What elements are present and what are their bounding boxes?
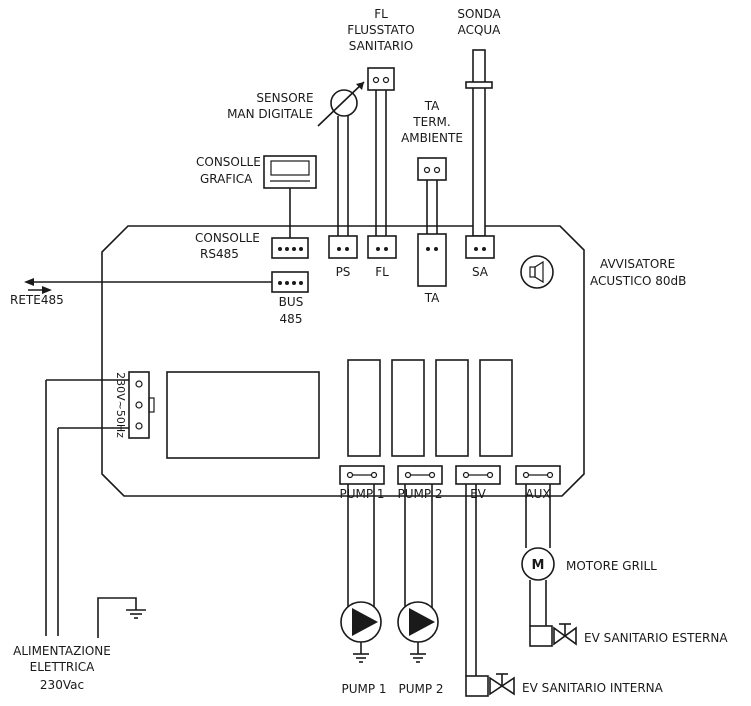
alimentazione-label: ALIMENTAZIONE	[13, 644, 111, 658]
consolle-label: CONSOLLE	[196, 155, 261, 169]
grafica-label: GRAFICA	[200, 172, 253, 186]
connector-consolle-rs485	[271, 237, 309, 259]
sa-label: SA	[472, 265, 489, 279]
connector-ta	[417, 233, 447, 287]
consolle-rs485-label: CONSOLLE	[195, 231, 260, 245]
sonda-acqua-probe	[472, 49, 486, 237]
aux-connector-label: AUX	[525, 487, 550, 501]
ta-label: TA	[424, 291, 440, 305]
pump1-label: PUMP 1	[341, 682, 386, 696]
pump1-connector-label: PUMP 1	[339, 487, 384, 501]
relay-aux	[479, 359, 513, 457]
motor-symbol-label: M	[532, 558, 545, 573]
flusstato-sensor	[367, 67, 395, 91]
sensore-label: SENSORE	[256, 91, 313, 105]
ps-label: PS	[336, 265, 351, 279]
motore-grill-label: MOTORE GRILL	[566, 559, 657, 573]
power-terminal	[128, 371, 150, 439]
relay-pump2	[391, 359, 425, 457]
ambiente-label: AMBIENTE	[401, 131, 463, 145]
relay-pump1	[347, 359, 381, 457]
vac-label: 230Vac	[40, 678, 84, 692]
fl-top-label: FL	[374, 7, 388, 21]
ev-connector-label: EV	[470, 487, 487, 501]
acqua-label: ACQUA	[458, 23, 502, 37]
term-label: TERM.	[412, 115, 450, 129]
ev-sanitario-esterna-label: EV SANITARIO ESTERNA	[584, 631, 728, 645]
sanitario-label: SANITARIO	[349, 39, 414, 53]
acustico-label: ACUSTICO 80dB	[590, 274, 686, 288]
fl-label: FL	[375, 265, 389, 279]
buzzer-icon	[520, 255, 554, 289]
ta-top-label: TA	[424, 99, 440, 113]
sonda-label: SONDA	[457, 7, 501, 21]
ev-sanitario-interna-label: EV SANITARIO INTERNA	[522, 681, 664, 695]
bus-label: BUS	[279, 295, 304, 309]
connector-ps	[328, 235, 358, 259]
man-digitale-label: MAN DIGITALE	[227, 107, 313, 121]
control-board	[101, 225, 585, 497]
main-component-block	[166, 371, 320, 459]
relay-ev	[435, 359, 469, 457]
bus485-label: 485	[280, 312, 303, 326]
pump2-label: PUMP 2	[398, 682, 443, 696]
elettrica-label: ELETTRICA	[30, 660, 96, 674]
connector-sa	[465, 235, 495, 259]
rs485-label: RS485	[200, 247, 239, 261]
connector-fl	[367, 235, 397, 259]
motor-symbol	[521, 547, 555, 581]
room-thermostat	[417, 157, 447, 181]
flusstato-label: FLUSSTATO	[347, 23, 414, 37]
pressure-sensor-gauge	[330, 89, 358, 117]
avvisatore-label: AVVISATORE	[600, 257, 675, 271]
power-rating-label: 230V~50Hz	[114, 372, 127, 438]
rete485-label: RETE485	[10, 293, 64, 307]
